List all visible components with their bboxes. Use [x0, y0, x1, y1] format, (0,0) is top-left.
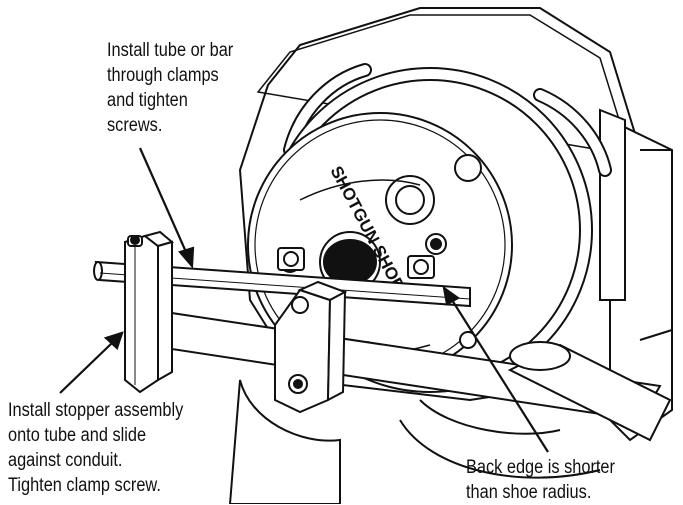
stopper-assembly: [124, 230, 175, 394]
tube-clamp: [274, 280, 348, 414]
callout-back-edge: Back edge is shorter than shoe radius.: [466, 457, 615, 503]
callout-install-tube: Install tube or bar through clamps and t…: [107, 40, 234, 136]
base: [228, 379, 601, 504]
callout-install-stopper: Install stopper assembly onto tube and s…: [8, 400, 184, 496]
frame-slots: [283, 63, 612, 177]
disk-clamps: [277, 247, 435, 279]
leader-lines: [59, 147, 549, 453]
